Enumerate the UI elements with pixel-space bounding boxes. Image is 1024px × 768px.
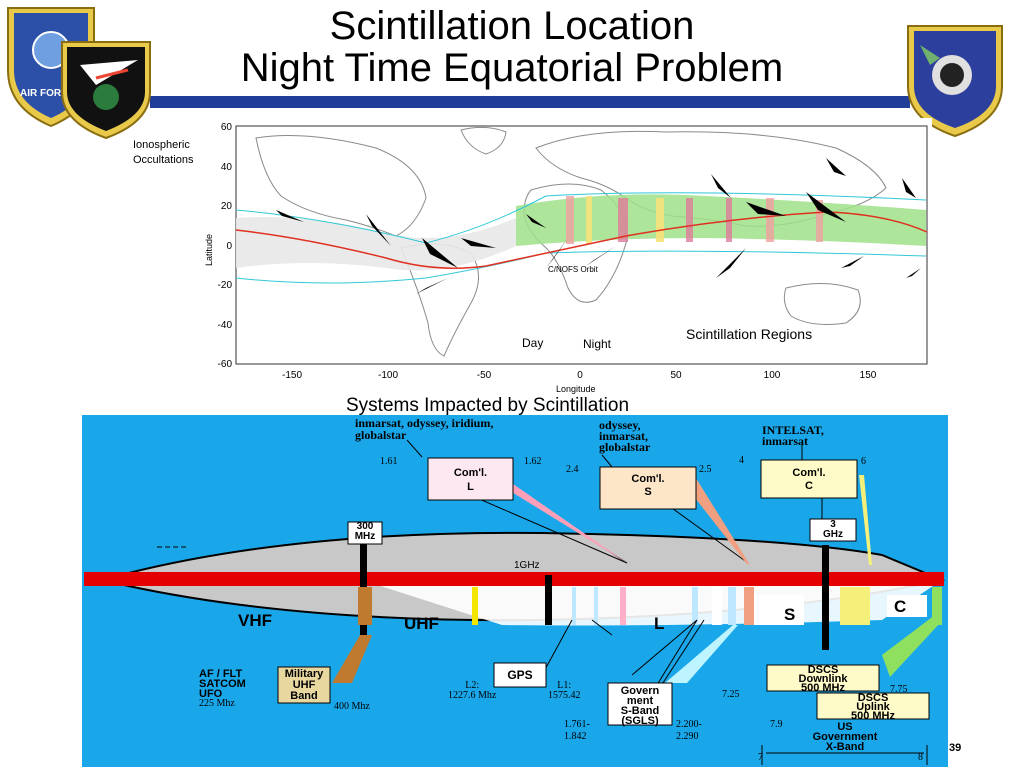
air-force-space-command-seal: AIR FORCE bbox=[7, 7, 151, 140]
sgls-low-freq: 1.761- 1.842 bbox=[564, 719, 590, 742]
ytick-label: -40 bbox=[218, 320, 233, 331]
north-america-outline bbox=[255, 135, 427, 237]
us-gov-xband-label: US Government X-Band bbox=[812, 721, 878, 753]
af-satcom-label: AF / FLT SATCOM UFO 225 Mhz bbox=[199, 668, 246, 709]
day-region bbox=[236, 217, 516, 271]
sgls-box: Govern ment S-Band (SGLS) bbox=[620, 685, 660, 727]
xtick-label: 0 bbox=[577, 370, 583, 381]
freq-7-25: 7.25 bbox=[722, 689, 740, 700]
page-title-line1: Scintillation Location bbox=[329, 4, 695, 48]
mhz-400-label: 400 Mhz bbox=[334, 701, 370, 712]
com-l-users-label: inmarsat, odyssey, iridium, globalstar bbox=[355, 416, 494, 442]
frequency-spectrum-diagram bbox=[82, 415, 948, 767]
freq-7-9: 7.9 bbox=[770, 719, 783, 730]
marker-3-ghz: 3 GHz bbox=[823, 519, 843, 540]
freq-label: 2.5 bbox=[699, 464, 712, 475]
military-uhf-band-box: Military UHF Band bbox=[284, 668, 324, 702]
xtick-label: -100 bbox=[378, 370, 398, 381]
header-bar bbox=[150, 96, 910, 108]
dscs-downlink-box: DSCS Downlink 500 MHz bbox=[798, 664, 848, 694]
freq-label: 1.62 bbox=[524, 456, 542, 467]
xtick-label: -50 bbox=[477, 370, 492, 381]
ytick-label: -20 bbox=[218, 280, 233, 291]
band-label-s: S bbox=[784, 605, 796, 624]
coml-s-box: Com'l. S bbox=[631, 473, 665, 498]
occultations-label: Ionospheric Occultations bbox=[133, 139, 194, 166]
com-c-users-label: INTELSAT, inmarsat bbox=[762, 423, 824, 448]
gps-box: GPS bbox=[507, 668, 533, 682]
freq-7-75: 7.75 bbox=[890, 684, 908, 695]
sgls-high-freq: 2.200- 2.290 bbox=[676, 719, 702, 742]
night-label: Night bbox=[583, 337, 612, 351]
freq-label: 2.4 bbox=[566, 464, 579, 475]
band-label-vhf: VHF bbox=[238, 611, 272, 630]
page-title-line2: Night Time Equatorial Problem bbox=[240, 46, 784, 90]
ytick-label: -60 bbox=[218, 359, 233, 370]
xtick-label: 50 bbox=[670, 370, 682, 381]
svg-text:AIR FORCE: AIR FORCE bbox=[20, 88, 75, 99]
y-axis-label: Latitude bbox=[204, 234, 214, 266]
ghz-label: 1GHz bbox=[514, 560, 540, 571]
scintillation-world-map: 60 40 20 0 -20 -40 -60 -150 -100 -50 0 5… bbox=[186, 118, 932, 400]
afwa-emblem bbox=[907, 25, 1003, 138]
band-label-uhf: UHF bbox=[404, 614, 439, 633]
greenland-outline bbox=[460, 126, 507, 155]
ytick-label: 0 bbox=[226, 241, 232, 252]
coml-c-box: Com'l. C bbox=[792, 467, 826, 492]
xtick-label: -150 bbox=[282, 370, 302, 381]
ytick-label: 40 bbox=[221, 162, 233, 173]
ytick-label: 20 bbox=[221, 201, 233, 212]
coml-l-box: Com'l. L bbox=[453, 467, 488, 493]
freq-label: 1.61 bbox=[380, 456, 398, 467]
xtick-label: 100 bbox=[764, 370, 781, 381]
marker-300-mhz: 300 MHz bbox=[354, 521, 376, 542]
systems-title: Systems Impacted by Scintillation bbox=[346, 395, 630, 416]
gps-l1-label: L1: 1575.42 bbox=[548, 680, 581, 701]
dscs-uplink-box: DSCS Uplink 500 MHz bbox=[850, 692, 896, 722]
freq-label: 4 bbox=[739, 455, 744, 466]
scintillation-regions-label: Scintillation Regions bbox=[686, 326, 812, 342]
australia-outline bbox=[783, 282, 861, 325]
x-axis-label: Longitude bbox=[556, 384, 596, 394]
band-label-l: L bbox=[654, 614, 665, 633]
xtick-label: 150 bbox=[860, 370, 877, 381]
freq-label: 6 bbox=[861, 456, 866, 467]
gps-l2-label: L2: 1227.6 Mhz bbox=[448, 680, 497, 701]
occultation-marks bbox=[276, 158, 921, 294]
band-label-c: C bbox=[894, 597, 907, 616]
orbit-label: C/NOFS Orbit bbox=[548, 265, 599, 274]
header-square bbox=[663, 97, 697, 108]
page-number: 39 bbox=[949, 742, 962, 754]
day-label: Day bbox=[522, 336, 543, 350]
ytick-label: 60 bbox=[221, 122, 233, 133]
freq-8: 8 bbox=[918, 752, 923, 763]
freq-7: 7 bbox=[758, 752, 763, 763]
com-s-users-label: odyssey, inmarsat, globalstar bbox=[599, 418, 651, 454]
